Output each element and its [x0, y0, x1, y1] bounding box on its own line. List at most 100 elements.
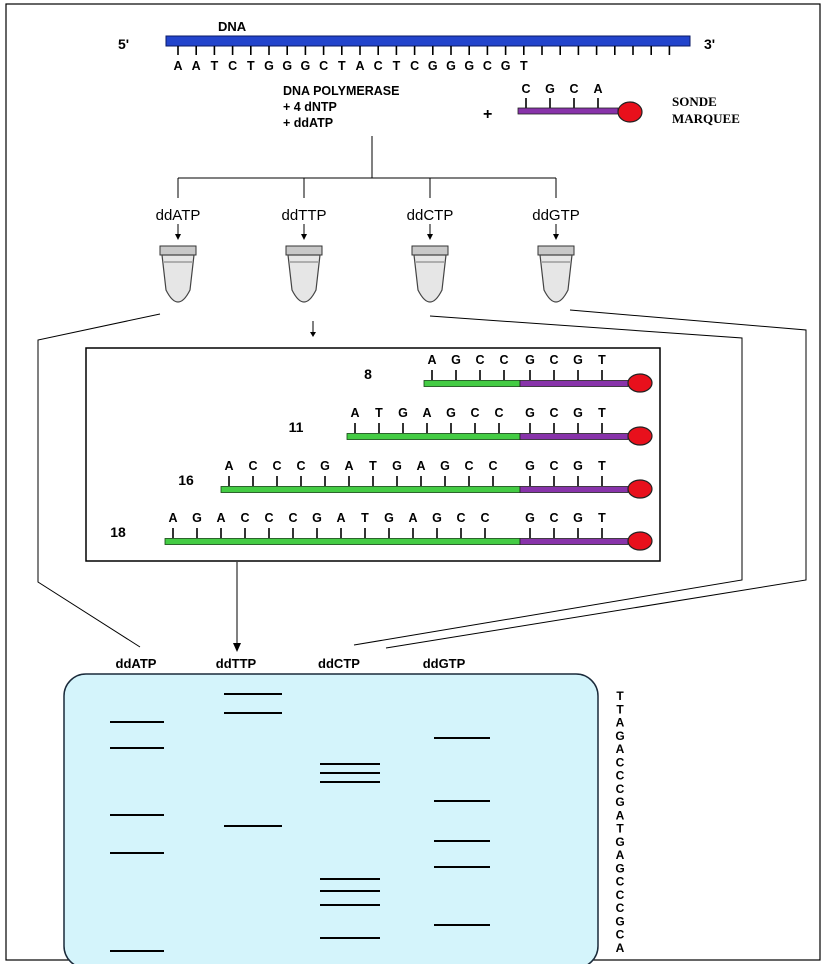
fragment-base: C	[288, 511, 297, 525]
template-base: C	[483, 59, 492, 73]
new-strand	[424, 381, 520, 387]
read-base: C	[616, 888, 625, 902]
fragment-base: T	[375, 406, 383, 420]
template-base: C	[374, 59, 383, 73]
template-base: T	[338, 59, 346, 73]
tubes: ddATPddTTPddCTPddGTP	[156, 207, 580, 302]
probe-label-dot	[628, 374, 652, 392]
template-base: C	[319, 59, 328, 73]
probe-strand	[520, 381, 628, 387]
read-base: C	[616, 875, 625, 889]
fragment-base: C	[296, 459, 305, 473]
tube-branch-lines	[178, 136, 556, 198]
tube-label: ddTTP	[281, 207, 326, 224]
tube-arrow-head	[427, 234, 433, 240]
probe-base: C	[521, 82, 530, 96]
read-base: T	[616, 689, 624, 703]
tube-cap	[538, 246, 574, 255]
read-base: T	[616, 702, 624, 716]
fragment-base: A	[416, 459, 425, 473]
fragment-base: G	[320, 459, 330, 473]
gel-lane-label: ddCTP	[318, 656, 360, 671]
probe-strand	[520, 539, 628, 545]
sequencing-gel	[64, 674, 598, 964]
fragment-base: G	[392, 459, 402, 473]
probe-base: G	[545, 82, 555, 96]
template-base: G	[446, 59, 456, 73]
fragment-base: G	[312, 511, 322, 525]
fragment-base: G	[432, 511, 442, 525]
fragment-base: G	[192, 511, 202, 525]
fragment-probe-base: C	[549, 459, 558, 473]
probe-strand	[518, 108, 618, 114]
tube-label: ddGTP	[532, 207, 580, 224]
fragment-probe-base: G	[573, 459, 583, 473]
ddttp-arrow-head	[310, 332, 316, 337]
probe-label-dot	[628, 427, 652, 445]
fragment-base: C	[475, 353, 484, 367]
fragment-probe-base: G	[525, 459, 535, 473]
new-strand	[221, 487, 520, 493]
template-base: C	[410, 59, 419, 73]
probe-strand	[520, 434, 628, 440]
read-base: G	[615, 729, 624, 743]
fragment-base: A	[350, 406, 359, 420]
fragment-base: A	[224, 459, 233, 473]
tube-cap	[160, 246, 196, 255]
gel-lane-label: ddATP	[116, 656, 157, 671]
fragment-base: A	[344, 459, 353, 473]
tube-label: ddATP	[156, 207, 201, 224]
template-base: G	[264, 59, 274, 73]
fragment-base: G	[440, 459, 450, 473]
template-base: G	[501, 59, 511, 73]
read-base: C	[616, 755, 625, 769]
template-base: T	[520, 59, 528, 73]
fragment-length: 11	[289, 419, 304, 435]
probe-label-dot	[628, 480, 652, 498]
fragment-base: C	[248, 459, 257, 473]
read-base: A	[616, 742, 625, 756]
fragment-length: 8	[364, 366, 372, 382]
plus-sign: +	[483, 106, 492, 123]
template-base: G	[464, 59, 474, 73]
tube-arrow-head	[301, 234, 307, 240]
probe-label-dot	[628, 532, 652, 550]
reaction-dntp: + 4 dNTP	[283, 100, 337, 114]
probe-label-marquee: MARQUEE	[672, 111, 740, 126]
fragment-probe-base: T	[598, 459, 606, 473]
template-base: A	[355, 59, 364, 73]
fragment-probe-base: G	[525, 511, 535, 525]
new-strand	[165, 539, 520, 545]
template-base: G	[428, 59, 438, 73]
fragment-probe-base: G	[525, 353, 535, 367]
fragment-base: G	[398, 406, 408, 420]
fragment-probe-base: G	[573, 406, 583, 420]
three-prime-label: 3'	[704, 36, 715, 52]
tube-cap	[412, 246, 448, 255]
read-base: A	[616, 716, 625, 730]
fragment-base: C	[464, 459, 473, 473]
template-ticks	[178, 46, 669, 55]
probe-label-dot	[618, 102, 642, 122]
fragment-base: G	[446, 406, 456, 420]
template-base: T	[211, 59, 219, 73]
fragment-base: C	[494, 406, 503, 420]
gel-lane-label: ddGTP	[423, 656, 466, 671]
read-base: G	[615, 914, 624, 928]
fragment-length: 16	[178, 472, 194, 488]
fragment-base: A	[422, 406, 431, 420]
probe-strand	[520, 487, 628, 493]
fragments-box	[86, 348, 660, 561]
fragment-base: C	[264, 511, 273, 525]
probe-base: A	[593, 82, 602, 96]
read-base: C	[616, 901, 625, 915]
read-base: T	[616, 822, 624, 836]
fragment-probe-base: C	[549, 511, 558, 525]
read-base: C	[616, 769, 625, 783]
fragments-to-gel-arrow	[233, 643, 241, 652]
fragment-base: C	[456, 511, 465, 525]
reaction-polymerase: DNA POLYMERASE	[283, 84, 399, 98]
